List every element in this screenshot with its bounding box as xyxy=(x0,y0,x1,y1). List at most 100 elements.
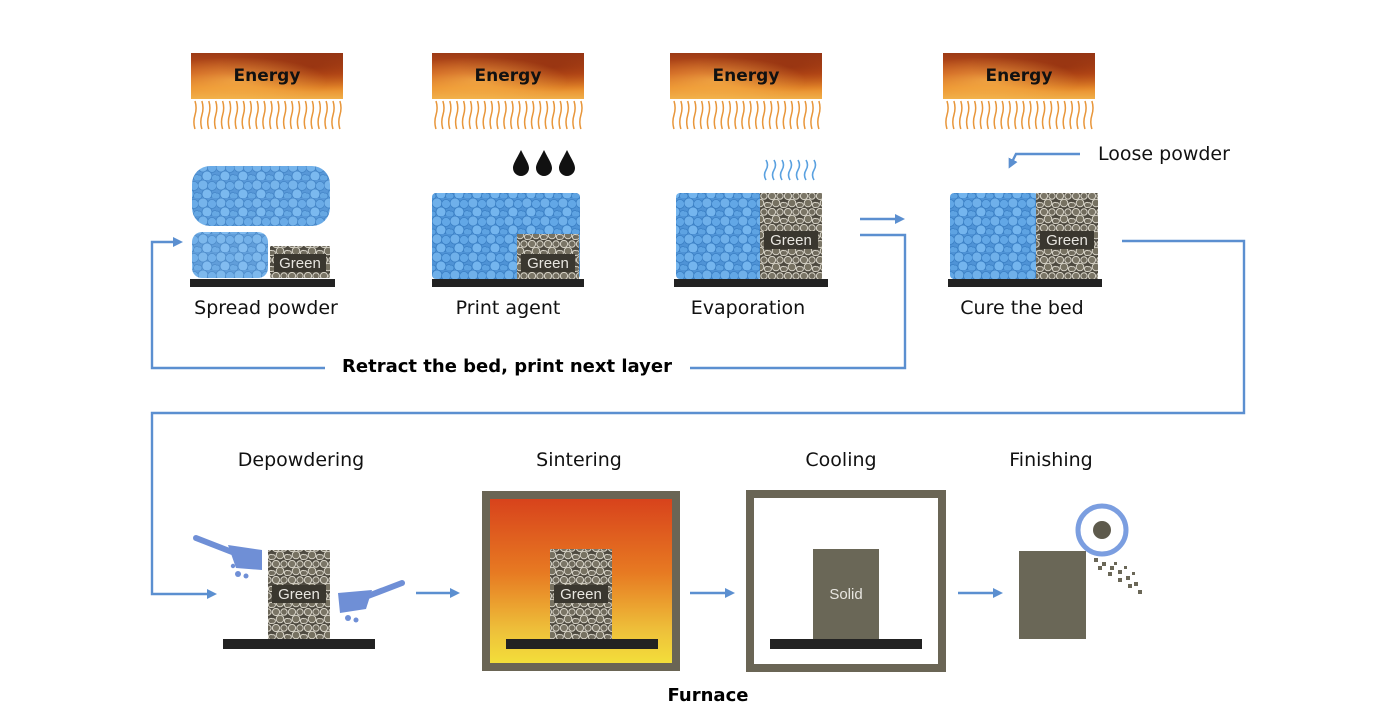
heat-ray xyxy=(958,100,963,130)
stage-cooling: Solid xyxy=(746,490,946,672)
heat-ray xyxy=(213,100,218,130)
heat-ray xyxy=(275,100,280,130)
stage-finishing xyxy=(1019,503,1142,639)
heat-ray xyxy=(986,100,991,130)
heat-ray xyxy=(1027,100,1032,130)
heat-ray xyxy=(1062,100,1067,130)
loose-powder-label: Loose powder xyxy=(1098,143,1230,165)
heat-ray xyxy=(810,100,814,130)
heat-ray xyxy=(200,100,204,130)
stage-label-print-agent: Print agent xyxy=(455,297,561,319)
heat-ray xyxy=(579,100,583,130)
build-plate xyxy=(223,639,375,649)
heat-ray xyxy=(706,100,711,130)
heat-ray xyxy=(503,100,507,130)
heat-ray xyxy=(255,100,259,130)
green-tag xyxy=(764,231,818,249)
stage-depowdering: Green xyxy=(193,535,405,649)
green-part-label: Green xyxy=(560,586,602,603)
solid-part xyxy=(813,549,879,639)
green-part-label: Green xyxy=(527,255,569,272)
stage-label-cooling: Cooling xyxy=(805,449,877,471)
heat-ray xyxy=(234,100,239,130)
heat-ray xyxy=(775,100,780,130)
brush-icon-left xyxy=(193,535,262,579)
heat-ray xyxy=(1055,100,1060,130)
heat-ray xyxy=(761,100,766,130)
agent-droplets xyxy=(513,150,575,176)
heat-ray xyxy=(979,100,984,130)
heat-ray xyxy=(1021,100,1025,130)
stage-evaporation: Green xyxy=(674,159,828,287)
heat-ray xyxy=(1007,100,1011,130)
heat-ray xyxy=(468,100,473,130)
heat-ray xyxy=(972,100,977,130)
energy-label: Energy xyxy=(712,66,780,86)
energy-heater: Energy xyxy=(943,53,1095,99)
heat-ray xyxy=(1000,100,1005,130)
build-plate xyxy=(948,279,1102,287)
flow-arrows-top xyxy=(150,214,1246,599)
heat-ray xyxy=(1076,100,1080,130)
solid-part-label: Solid xyxy=(829,586,862,603)
stage-spread-powder: Green xyxy=(190,166,335,287)
stage-label-cure-bed: Cure the bed xyxy=(960,297,1084,319)
green-part-label: Green xyxy=(278,586,320,603)
stage-sintering: Green xyxy=(482,491,680,671)
heat-ray xyxy=(672,100,676,130)
heat-rays xyxy=(434,100,583,130)
heat-ray xyxy=(572,100,576,130)
green-tag xyxy=(554,585,608,603)
green-part-label: Green xyxy=(770,232,812,249)
heat-ray xyxy=(734,100,738,130)
build-plate xyxy=(506,639,658,649)
energy-heater: Energy xyxy=(432,53,584,99)
heat-ray xyxy=(206,100,211,130)
steam-icon xyxy=(763,159,817,181)
heat-ray xyxy=(537,100,542,130)
heat-ray xyxy=(441,100,445,130)
stage-label-evaporation: Evaporation xyxy=(690,297,806,319)
heat-ray xyxy=(1069,100,1074,130)
heat-ray xyxy=(699,100,704,130)
finished-part xyxy=(1019,551,1086,639)
heat-ray xyxy=(748,100,752,130)
heat-ray xyxy=(692,100,697,130)
heat-ray xyxy=(324,100,328,130)
brush-icon-right xyxy=(338,580,405,623)
green-part-label: Green xyxy=(1046,232,1088,249)
heat-ray xyxy=(754,100,759,130)
heat-ray xyxy=(685,100,690,130)
heat-ray xyxy=(565,100,569,130)
build-plate xyxy=(190,279,335,287)
stage-cure-bed: Green xyxy=(948,152,1102,287)
stage-label-finishing: Finishing xyxy=(1009,449,1093,471)
heat-ray xyxy=(1014,100,1018,130)
heat-ray xyxy=(220,100,225,130)
green-tag xyxy=(272,585,326,603)
heat-ray xyxy=(523,100,528,130)
build-plate xyxy=(432,279,584,287)
heat-rays xyxy=(193,100,342,130)
heat-ray xyxy=(516,100,521,130)
heat-ray xyxy=(454,100,459,130)
heat-ray xyxy=(338,100,342,130)
furnace-label: Furnace xyxy=(667,685,749,706)
heat-ray xyxy=(945,100,949,130)
heat-ray xyxy=(269,100,273,130)
heat-ray xyxy=(1034,100,1039,130)
heat-ray xyxy=(720,100,725,130)
heat-ray xyxy=(993,100,998,130)
heat-ray xyxy=(241,100,246,130)
heat-ray xyxy=(544,100,549,130)
heat-ray xyxy=(461,100,466,130)
build-plate xyxy=(674,279,828,287)
energy-label: Energy xyxy=(233,66,301,86)
heat-ray xyxy=(303,100,308,130)
heat-ray xyxy=(496,100,500,130)
stage-label-sintering: Sintering xyxy=(536,449,622,471)
heat-ray xyxy=(741,100,745,130)
energy-heater: Energy xyxy=(670,53,822,99)
